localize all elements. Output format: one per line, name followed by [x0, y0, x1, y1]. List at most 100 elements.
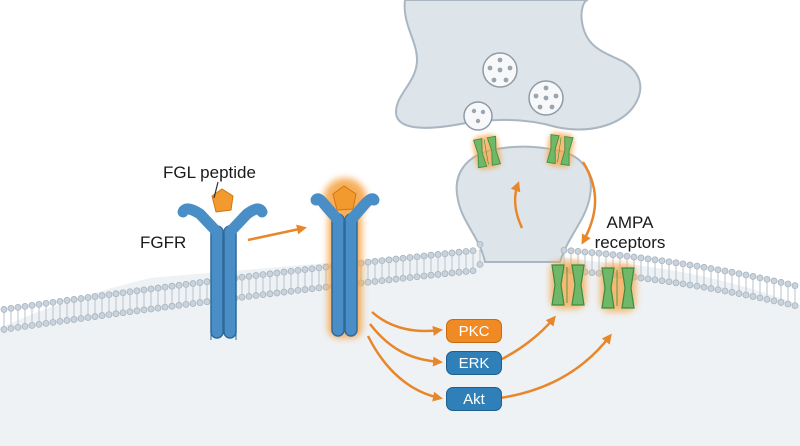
lipid-head — [133, 287, 141, 295]
lipid-head — [301, 266, 309, 273]
lipid-head — [0, 326, 8, 333]
presynaptic-terminal — [394, 0, 642, 131]
lipid-head — [140, 286, 148, 294]
lipid-head — [175, 301, 183, 309]
synaptic-vesicles — [463, 52, 564, 131]
lipid-head — [280, 288, 288, 296]
lipid-head — [371, 278, 379, 285]
lipid-head — [392, 275, 400, 283]
lipid-head — [259, 271, 267, 279]
lipid-head — [756, 274, 764, 282]
lipid-head — [441, 250, 449, 258]
lipid-head — [112, 310, 120, 318]
lipid-head — [406, 254, 414, 261]
lipid-head — [189, 280, 197, 287]
lipid-head — [84, 314, 92, 321]
lipid-head — [714, 286, 722, 294]
label-ampa-receptors: AMPA receptors — [594, 213, 666, 252]
lipid-head — [686, 281, 694, 289]
label-fgl-peptide: FGL peptide — [163, 163, 256, 182]
lipid-head — [259, 291, 267, 299]
lipid-head — [77, 315, 85, 322]
lipid-head — [21, 302, 29, 310]
lipid-head — [630, 253, 638, 261]
lipid-head — [385, 276, 393, 284]
lipid-head — [728, 288, 736, 296]
lipid-head — [777, 299, 785, 306]
lipid-head — [14, 303, 22, 311]
lipid-head — [560, 246, 568, 254]
ampa-receptor-vesicle-1 — [472, 134, 502, 170]
lipid-head — [56, 298, 64, 305]
lipid-head — [280, 268, 288, 276]
lipid-head — [266, 270, 274, 278]
lipid-head — [196, 299, 204, 306]
ampa-receptors — [472, 132, 636, 312]
lipid-head — [637, 274, 645, 282]
lipid-head — [245, 272, 253, 280]
lipid-head — [476, 240, 484, 248]
lipid-head — [315, 284, 323, 292]
arrow-erk-to-ampa — [499, 315, 556, 362]
lipid-head — [427, 271, 435, 279]
lipid-head — [623, 252, 631, 260]
lipid-head — [252, 272, 260, 279]
lipid-head — [756, 294, 764, 302]
lipid-head — [413, 253, 421, 261]
lipid-head — [245, 292, 253, 300]
lipid-head — [399, 254, 407, 262]
label-fgfr: FGFR — [140, 233, 187, 252]
lipid-head — [448, 249, 456, 257]
lipid-head — [63, 297, 71, 304]
lipid-head — [567, 247, 575, 255]
lipid-head — [182, 300, 190, 308]
lipid-head — [133, 307, 141, 315]
lipid-head — [707, 285, 715, 292]
lipid-head — [49, 318, 57, 326]
arrow-to-pkc — [371, 311, 443, 336]
fgl-peptide-shape — [211, 188, 234, 213]
lipid-head — [371, 258, 379, 265]
lipid-head — [49, 298, 57, 306]
lipid-head — [399, 274, 407, 282]
lipid-head — [147, 285, 155, 293]
lipid-head — [252, 292, 260, 299]
lipid-head — [28, 301, 36, 309]
lipid-head — [98, 312, 106, 319]
lipid-head — [364, 258, 372, 266]
lipid-head — [84, 294, 92, 301]
lipid-head — [665, 258, 673, 266]
lipid-head — [91, 313, 99, 320]
lipid-head — [21, 322, 29, 330]
lipid-head — [196, 279, 204, 286]
lipid-head — [77, 295, 85, 302]
lipid-head — [742, 291, 750, 299]
kinase-akt: Akt — [446, 387, 502, 411]
lipid-head — [161, 303, 169, 311]
ampa-receptor-membrane-1 — [550, 261, 586, 309]
lipid-head — [287, 267, 295, 275]
lipid-head — [644, 255, 652, 263]
lipid-head — [784, 280, 792, 288]
lipid-head — [63, 317, 71, 324]
lipid-head — [385, 256, 393, 264]
lipid-head — [182, 280, 190, 288]
fgfr-receptor — [177, 203, 268, 340]
lipid-head — [203, 278, 211, 286]
lipid-head — [469, 247, 477, 255]
lipid-head — [154, 304, 162, 312]
lipid-head — [735, 290, 743, 298]
arrow-to-akt — [366, 335, 443, 402]
lipid-head — [140, 306, 148, 314]
lipid-head — [273, 269, 281, 277]
lipid-head — [154, 284, 162, 292]
lipid-head — [679, 260, 687, 268]
lipid-head — [742, 271, 750, 279]
lipid-head — [238, 293, 246, 301]
lipid-head — [91, 293, 99, 300]
lipid-head — [126, 308, 134, 316]
lipid-head — [105, 291, 113, 299]
lipid-head — [672, 279, 680, 287]
lipid-head — [42, 299, 50, 307]
